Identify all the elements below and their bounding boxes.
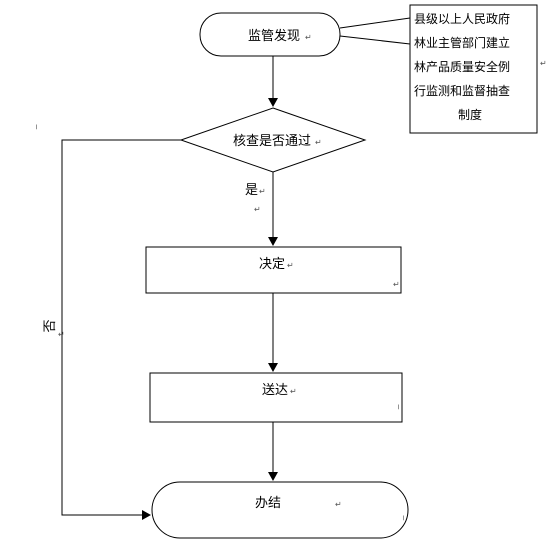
node-delivery-label: 送达 — [262, 383, 288, 398]
note-connector-top — [339, 17, 411, 29]
note-line-1: 县级以上人民政府 — [414, 11, 510, 26]
edge-label-yes: 是 — [245, 183, 258, 198]
corner-mark: ╵ — [396, 404, 401, 414]
note-line-2: 林业主管部门建立 — [414, 35, 510, 50]
return-mark: ↵ — [315, 138, 322, 147]
corner-mark: ╵ — [34, 124, 39, 134]
note-connector-bottom — [339, 35, 411, 45]
return-mark: ↵ — [287, 261, 294, 270]
node-close-label: 办结 — [255, 496, 281, 511]
edge-label-no: 否 — [43, 319, 58, 332]
return-mark: ↵ — [305, 33, 312, 42]
node-check-label: 核查是否通过 — [233, 134, 311, 149]
return-mark: ↵ — [393, 280, 400, 289]
edge-check-to-close-no — [61, 139, 181, 520]
policy-note: 县级以上人民政府 林业主管部门建立 林产品质量安全例 行监测和监督抽查 制度 ↵ — [339, 4, 547, 134]
return-mark: ↵ — [259, 187, 266, 196]
node-decision-label: 决定 — [259, 257, 285, 272]
note-line-3: 林产品质量安全例 — [414, 59, 510, 74]
return-mark: ↵ — [335, 500, 342, 509]
node-discovery: 监管发现 ↵ — [199, 12, 341, 57]
return-mark: ↵ — [254, 205, 261, 214]
return-mark: ↵ — [290, 387, 297, 396]
corner-mark: ╵ — [401, 515, 406, 525]
node-close: 办结 ↵ ╵ — [151, 481, 409, 539]
node-decision: 决定 ↵ ↵ — [145, 246, 402, 294]
node-discovery-label: 监管发现 — [248, 28, 300, 44]
note-line-5: 制度 — [458, 107, 482, 122]
return-mark: ↵ — [540, 59, 547, 68]
node-delivery: 送达 ↵ ╵ — [149, 372, 403, 423]
node-check: 核查是否通过 ↵ — [179, 107, 367, 173]
note-line-4: 行监测和监督抽查 — [414, 83, 510, 98]
return-mark: ↵ — [58, 330, 65, 339]
